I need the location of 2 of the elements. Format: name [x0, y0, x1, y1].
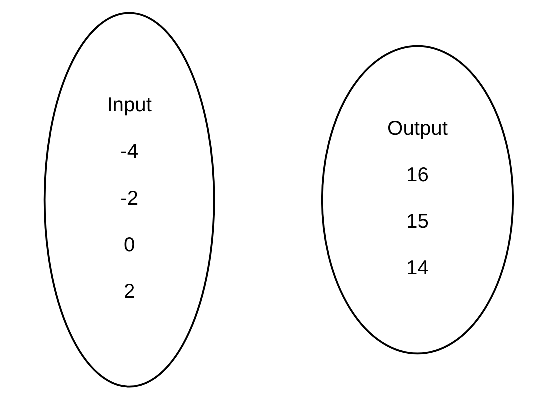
node-ellipse: Input -4 -2 0 2: [44, 12, 216, 388]
node-ellipse: Output 16 15 14: [321, 45, 514, 355]
